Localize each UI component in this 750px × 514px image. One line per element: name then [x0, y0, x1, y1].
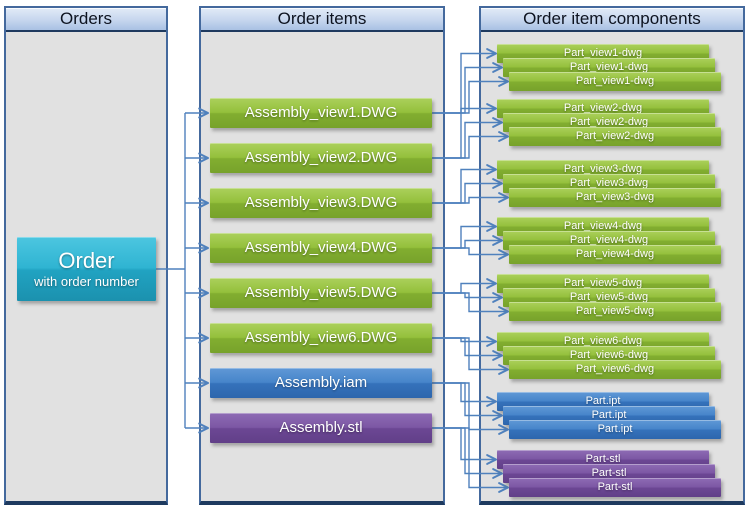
component-bar: Part_view3-dwg — [509, 188, 721, 207]
component-bar: Part.ipt — [509, 420, 721, 439]
order-node-title: Order — [58, 248, 115, 273]
component-bar: Part_view5-dwg — [509, 302, 721, 321]
order-item-assembly-view3: Assembly_view3.DWG — [210, 188, 432, 218]
components-panel-title: Order item components — [481, 8, 743, 32]
component-bar: Part_view4-dwg — [509, 245, 721, 264]
orders-panel-title: Orders — [6, 8, 166, 32]
component-bar: Part_view6-dwg — [509, 360, 721, 379]
order-node: Order with order number — [17, 237, 156, 301]
order-item-assembly-view4: Assembly_view4.DWG — [210, 233, 432, 263]
order-item-assembly-stl: Assembly.stl — [210, 413, 432, 443]
component-bar: Part_view1-dwg — [509, 72, 721, 91]
order-item-assembly-view1: Assembly_view1.DWG — [210, 98, 432, 128]
component-bar: Part_view2-dwg — [509, 127, 721, 146]
order-item-assembly-view5: Assembly_view5.DWG — [210, 278, 432, 308]
order-item-assembly-view6: Assembly_view6.DWG — [210, 323, 432, 353]
order-item-assembly-view2: Assembly_view2.DWG — [210, 143, 432, 173]
order-items-panel-title: Order items — [201, 8, 443, 32]
order-item-assembly-iam: Assembly.iam — [210, 368, 432, 398]
order-node-subtitle: with order number — [34, 274, 139, 289]
component-bar: Part-stl — [509, 478, 721, 497]
